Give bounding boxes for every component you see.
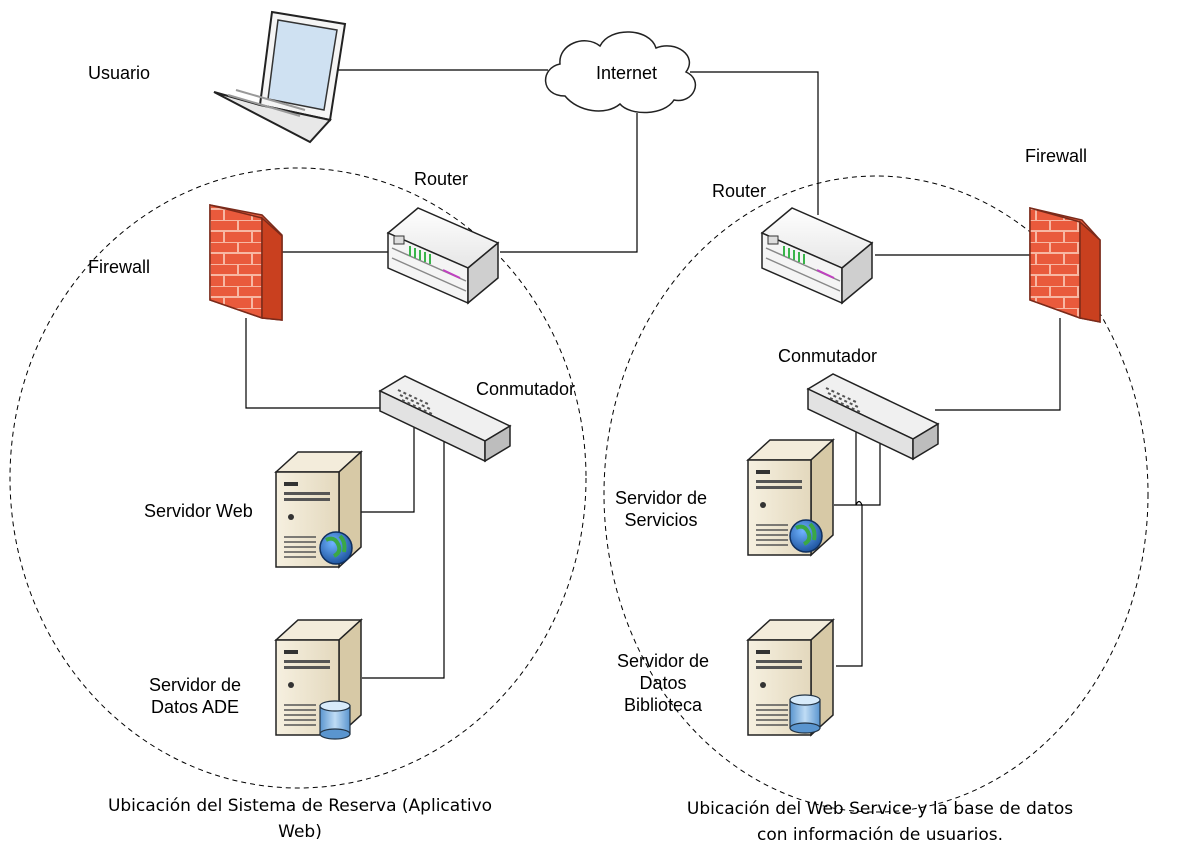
link-switch-webserver bbox=[360, 410, 415, 513]
web-server-left-icon bbox=[275, 451, 362, 568]
caption-left-line1: Ubicación del Sistema de Reserva (Aplica… bbox=[107, 796, 493, 816]
zone-left-boundary bbox=[9, 167, 587, 789]
caption-left: Ubicación del Sistema de Reserva (Aplica… bbox=[60, 793, 540, 845]
database-server-left-icon bbox=[275, 619, 362, 740]
label-servidor-datos-ade-line1: Servidor de bbox=[148, 675, 242, 695]
label-conmutador-left: Conmutador bbox=[476, 379, 576, 399]
firewall-left-icon bbox=[209, 204, 283, 321]
caption-left-line2: Web) bbox=[278, 822, 322, 842]
zone-right-boundary bbox=[603, 175, 1149, 813]
link-switch-servicios bbox=[834, 430, 881, 506]
caption-right: Ubicación del Web Service y la base de d… bbox=[640, 796, 1120, 848]
label-servidor-biblioteca-line3: Biblioteca bbox=[623, 695, 703, 715]
label-conmutador-right: Conmutador bbox=[778, 346, 878, 366]
cloud-icon bbox=[544, 31, 697, 114]
link-firewall-switch-right bbox=[935, 318, 1061, 411]
link-internet-router-right bbox=[690, 71, 819, 215]
label-servidor-servicios: Servidor de Servicios bbox=[596, 487, 726, 531]
label-router-right: Router bbox=[712, 181, 767, 201]
label-servidor-biblioteca-line1: Servidor de bbox=[616, 651, 710, 671]
label-servidor-web: Servidor Web bbox=[144, 501, 253, 521]
label-servidor-datos-ade: Servidor de Datos ADE bbox=[130, 674, 260, 718]
router-left-icon bbox=[387, 207, 499, 304]
label-firewall-left: Firewall bbox=[88, 257, 151, 277]
label-servidor-datos-ade-line2: Datos ADE bbox=[150, 697, 240, 717]
label-servidor-servicios-line2: Servicios bbox=[624, 510, 698, 530]
caption-right-line1: Ubicación del Web Service y la base de d… bbox=[686, 799, 1074, 819]
database-server-right-icon bbox=[747, 619, 834, 736]
label-servidor-biblioteca-line2: Datos bbox=[639, 673, 687, 693]
label-servidor-servicios-line1: Servidor de bbox=[614, 488, 708, 508]
link-internet-router-left bbox=[500, 113, 638, 253]
connection-lines bbox=[245, 69, 1061, 679]
link-switch-biblioteca bbox=[836, 425, 863, 667]
web-server-right-icon bbox=[747, 439, 834, 556]
caption-right-line2: con información de usuarios. bbox=[757, 825, 1003, 845]
firewall-right-icon bbox=[1029, 207, 1101, 323]
link-switch-dataserver-ade bbox=[362, 420, 445, 679]
label-servidor-biblioteca: Servidor de Datos Biblioteca bbox=[598, 650, 728, 716]
label-firewall-right: Firewall bbox=[1025, 146, 1088, 166]
router-right-icon bbox=[761, 207, 873, 304]
label-router-left: Router bbox=[414, 169, 469, 189]
laptop-icon bbox=[213, 10, 347, 144]
label-internet: Internet bbox=[596, 63, 658, 83]
label-usuario: Usuario bbox=[88, 63, 151, 83]
link-firewall-switch-left bbox=[245, 318, 400, 409]
